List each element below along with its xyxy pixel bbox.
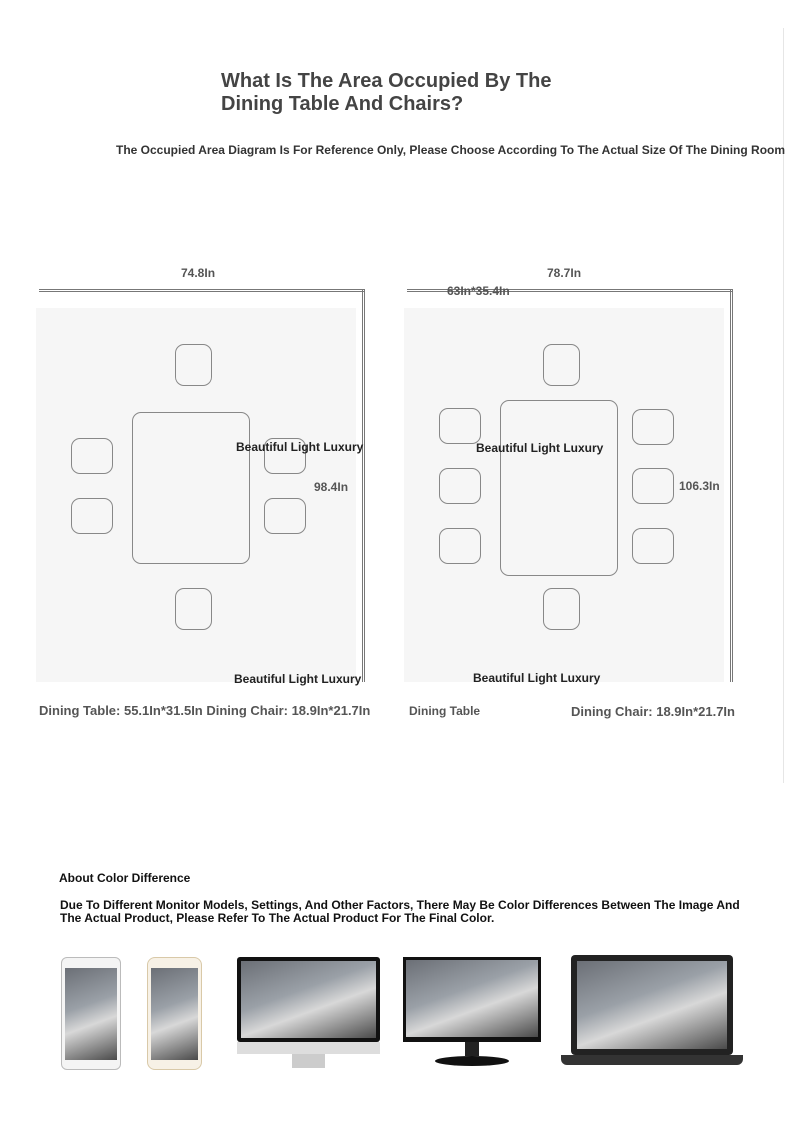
watermark: Beautiful Light Luxury (236, 440, 364, 454)
chair (71, 438, 113, 474)
watermark: Beautiful Light Luxury (234, 672, 362, 686)
size-caption: Dining Table: 55.1In*31.5In Dining Chair… (39, 703, 371, 718)
chair (175, 588, 212, 630)
chair (632, 409, 674, 445)
chair (264, 438, 306, 474)
chair (632, 468, 674, 504)
width-label: 74.8In (181, 266, 216, 280)
height-line (362, 289, 365, 682)
room-area (36, 308, 356, 682)
chair-caption: Dining Chair: 18.9In*21.7In (571, 704, 735, 719)
chair (439, 408, 481, 444)
monitor-device-image (403, 957, 541, 1070)
phone-device-image (61, 957, 121, 1070)
chair (71, 498, 113, 534)
height-label: 106.3In (679, 479, 720, 493)
page-title: What Is The Area Occupied By The Dining … (221, 70, 552, 115)
watermark: Beautiful Light Luxury (473, 671, 601, 685)
chair (175, 344, 212, 386)
chair (543, 344, 580, 386)
chair (543, 588, 580, 630)
dining-table (500, 400, 618, 576)
laptop-device-image (561, 955, 743, 1070)
chair (439, 468, 481, 504)
color-note-body: Due To Different Monitor Models, Setting… (60, 898, 740, 925)
dining-table (132, 412, 250, 564)
height-line (730, 289, 733, 682)
width-label: 78.7In (547, 266, 582, 280)
chair (439, 528, 481, 564)
chair (632, 528, 674, 564)
color-note-heading: About Color Difference (59, 871, 191, 885)
page-subtitle: The Occupied Area Diagram Is For Referen… (116, 143, 786, 157)
width-line (39, 289, 365, 292)
width-line (407, 289, 733, 292)
scrollbar-track (783, 28, 784, 783)
table-size-label: 63In*35.4In (447, 284, 510, 298)
imac-device-image (237, 957, 380, 1070)
phone-device-image (147, 957, 202, 1070)
chair (264, 498, 306, 534)
watermark: Beautiful Light Luxury (476, 441, 604, 455)
height-label: 98.4In (314, 480, 349, 494)
table-caption: Dining Table (409, 704, 481, 718)
